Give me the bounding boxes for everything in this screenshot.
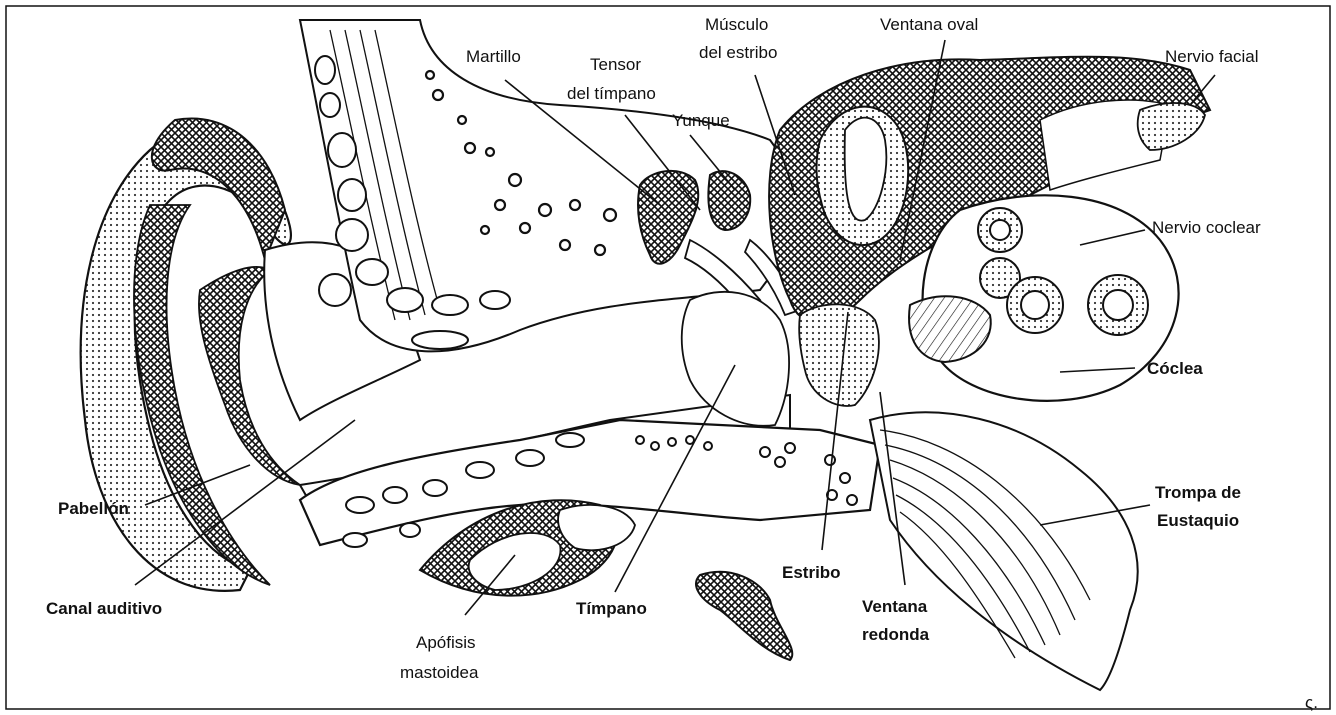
label-apofisis-line1: Apófisis <box>416 633 476 652</box>
label-ventana-redonda-line2: redonda <box>862 625 930 644</box>
eustachian-tube <box>870 412 1138 690</box>
label-timpano: Tímpano <box>576 599 647 618</box>
pinna-shape <box>81 118 300 590</box>
label-musculo-line1: Músculo <box>705 15 768 34</box>
corner-mark: ς. <box>1305 693 1318 712</box>
label-coclea: Cóclea <box>1147 359 1203 378</box>
tympanic-region <box>682 292 879 426</box>
mastoid-region <box>300 420 880 660</box>
label-musculo-line2: del estribo <box>699 43 777 62</box>
label-ventana-oval: Ventana oval <box>880 15 978 34</box>
label-ventana-redonda-line1: Ventana <box>862 597 928 616</box>
label-pabellon: Pabellón <box>58 499 129 518</box>
cochlea-shape <box>909 195 1179 401</box>
label-yunque: Yunque <box>672 111 730 130</box>
label-trompa-line2: Eustaquio <box>1157 511 1239 530</box>
label-nervio-facial: Nervio facial <box>1165 47 1259 66</box>
label-trompa-line1: Trompa de <box>1155 483 1241 502</box>
label-apofisis-line2: mastoidea <box>400 663 479 682</box>
label-estribo: Estribo <box>782 563 841 582</box>
label-tensor-line2: del tímpano <box>567 84 656 103</box>
label-martillo: Martillo <box>466 47 521 66</box>
label-nervio-coclear: Nervio coclear <box>1152 218 1261 237</box>
label-tensor-line1: Tensor <box>590 55 641 74</box>
label-canal-auditivo: Canal auditivo <box>46 599 162 618</box>
